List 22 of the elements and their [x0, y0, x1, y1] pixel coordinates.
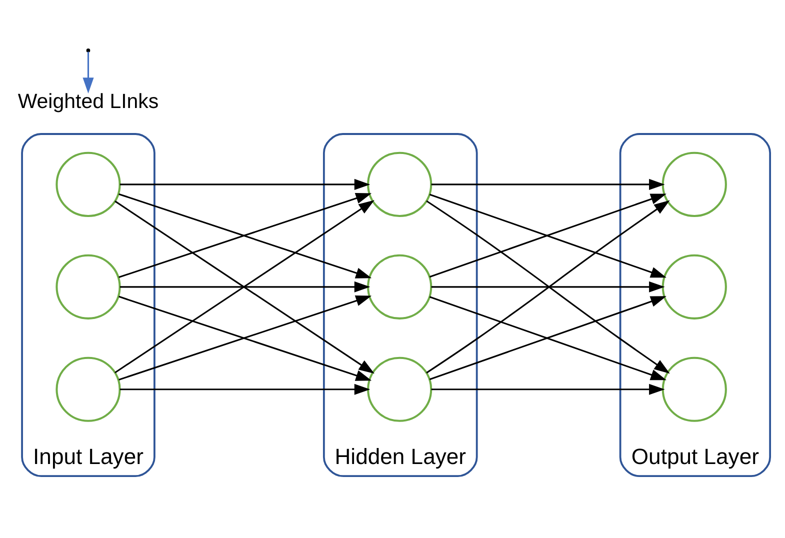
arrow [120, 384, 370, 395]
node-text: Weighted LInks [18, 90, 159, 113]
arrow [429, 194, 666, 278]
arrow [429, 296, 666, 380]
node-circle [56, 254, 121, 320]
arrow [431, 281, 665, 292]
arrow [431, 384, 665, 395]
node-circle [56, 152, 121, 217]
node-circle [662, 152, 727, 217]
arrow [120, 281, 370, 292]
arrow [82, 52, 94, 94]
node-circle [367, 152, 432, 217]
node-circle [367, 254, 432, 320]
node-circle [367, 356, 432, 422]
cluster: Hidden Layer [322, 133, 478, 478]
cluster: Input Layer [21, 133, 156, 478]
node-circle [56, 356, 121, 422]
arrow [431, 178, 665, 190]
cluster: Output Layer [619, 133, 771, 478]
node-circle [662, 254, 727, 320]
arrow [120, 178, 370, 190]
node-circle [662, 356, 727, 422]
